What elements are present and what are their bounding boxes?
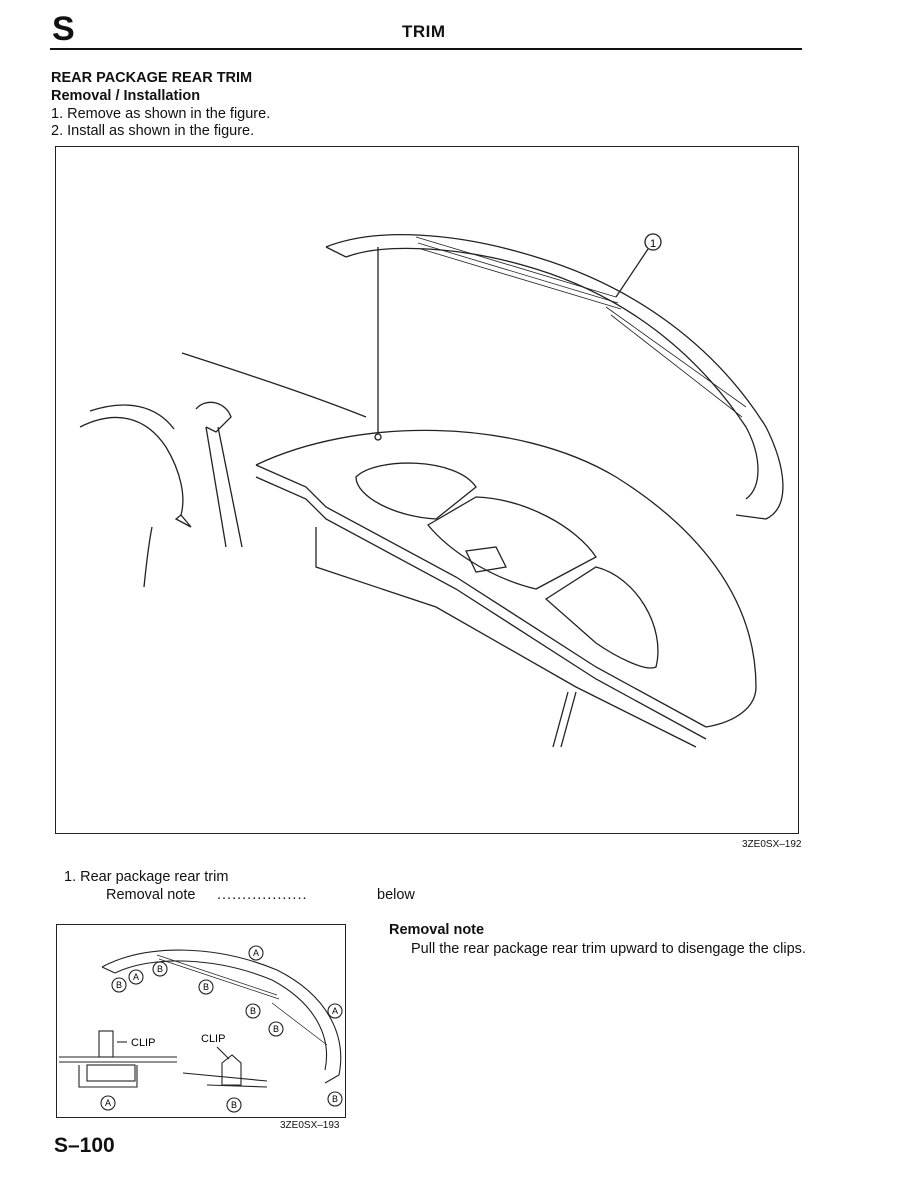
label-b-7: B: [231, 1100, 237, 1110]
label-b-2: B: [157, 964, 163, 974]
clip-label-a: CLIP: [131, 1037, 155, 1049]
label-b-5: B: [273, 1024, 279, 1034]
label-a-2: A: [133, 972, 139, 982]
main-figure-code: 3ZE0SX–192: [742, 839, 802, 850]
label-a-1: A: [253, 948, 259, 958]
header-rule: [50, 48, 802, 50]
main-illustration: 1: [79, 233, 784, 748]
step-2: 2. Install as shown in the figure.: [51, 123, 255, 139]
label-b-3: B: [203, 982, 209, 992]
removal-note-text: Pull the rear package rear trim upward t…: [411, 941, 806, 957]
callout-number: 1: [650, 238, 656, 250]
page-header-title: TRIM: [402, 22, 446, 41]
label-b-4: B: [250, 1006, 256, 1016]
page-number: S–100: [54, 1134, 115, 1157]
part-item-1: 1. Rear package rear trim: [64, 869, 229, 885]
main-figure: 1: [55, 146, 799, 834]
detail-illustration: A A B B B B A B B A B CLIP CLIP: [59, 945, 343, 1113]
removal-note-label: Removal note: [106, 887, 196, 903]
section-letter: S: [52, 10, 75, 48]
label-a-3: A: [332, 1006, 338, 1016]
detail-figure-code: 3ZE0SX–193: [280, 1120, 340, 1131]
section-heading: REAR PACKAGE REAR TRIM: [51, 70, 253, 86]
removal-note-title: Removal note: [389, 922, 485, 938]
note-reference: below: [377, 887, 415, 903]
clip-label-b: CLIP: [201, 1033, 225, 1045]
section-subheading: Removal / Installation: [51, 88, 201, 104]
leader-dots: ..................: [217, 887, 308, 903]
step-1: 1. Remove as shown in the figure.: [51, 106, 271, 122]
label-a-4: A: [105, 1098, 111, 1108]
detail-figure: A A B B B B A B B A B CLIP CLIP: [56, 924, 346, 1118]
label-b-6: B: [332, 1094, 338, 1104]
label-b-1: B: [116, 980, 122, 990]
